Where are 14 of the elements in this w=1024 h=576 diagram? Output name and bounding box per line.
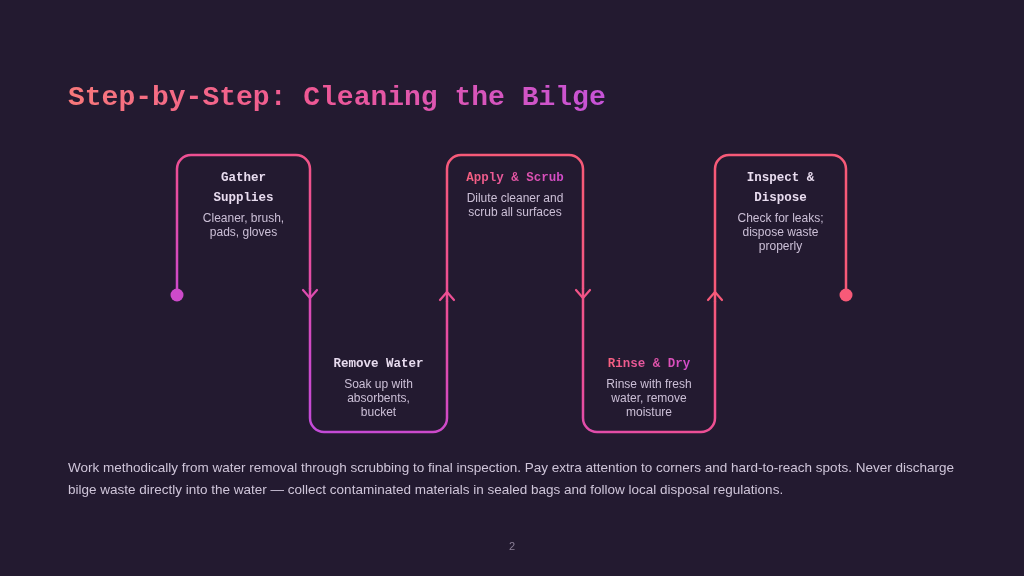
page-number: 2	[509, 539, 516, 553]
step-heading: Gather Supplies	[212, 170, 275, 207]
step-description: Dilute cleaner and scrub all surfaces	[465, 191, 565, 219]
flow-arrow	[574, 288, 592, 300]
step-description: Rinse with fresh water, remove moisture	[605, 377, 693, 419]
step-description: Check for leaks; dispose waste properly	[736, 211, 825, 253]
step-description: Soak up with absorbents, bucket	[343, 377, 414, 419]
description-paragraph: Work methodically from water removal through scrubbing to final inspection. Pay extra attention to corners and hard-to-reach spots. Never discharge bilge waste directly into the water — collect contaminated materials in sealed bags and follow local disposal regulations.	[68, 459, 955, 499]
step-description: Cleaner, brush, pads, gloves	[201, 211, 286, 239]
step-heading: Remove Water	[333, 356, 424, 373]
flow-arrow	[301, 288, 319, 300]
flow-arrow	[438, 290, 456, 302]
step-heading: Inspect & Dispose	[745, 170, 816, 207]
flow-arrow	[706, 290, 724, 302]
